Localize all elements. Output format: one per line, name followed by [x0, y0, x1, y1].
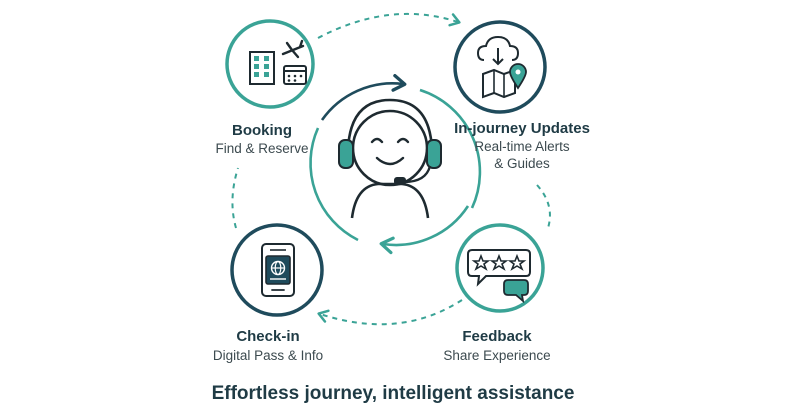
- step-updates-subtitle-line-1: Real-time Alerts: [474, 139, 570, 154]
- step-feedback: Feedback Share Experience: [443, 223, 551, 363]
- step-checkin-subtitle-line-1: Digital Pass & Info: [213, 348, 323, 363]
- flow-arrow-feedback-to-checkin: [317, 299, 463, 326]
- map-pin-icon: [482, 63, 527, 99]
- hotel-building-icon: [249, 51, 275, 85]
- tagline: Effortless journey, intelligent assistan…: [212, 383, 575, 404]
- flow-arrow-checkin-to-booking: [231, 167, 239, 229]
- star-rating-bubble-icon: [467, 249, 531, 304]
- step-updates-circle: [453, 20, 547, 114]
- support-agent-headset-icon: [338, 98, 442, 219]
- center-arc-right: [419, 88, 482, 209]
- passport-phone-icon: [261, 243, 295, 297]
- step-updates-title: In-journey Updates: [454, 120, 590, 137]
- flow-arrow-updates-to-feedback: [536, 184, 551, 229]
- step-checkin-title: Check-in: [236, 328, 299, 345]
- cloud-download-icon: [476, 35, 520, 66]
- step-feedback-subtitle-line-1: Share Experience: [443, 348, 550, 363]
- outer-flow-arrows: [231, 12, 551, 326]
- step-booking-title: Booking: [232, 122, 292, 139]
- step-booking: Booking Find & Reserve: [215, 19, 315, 156]
- airplane-icon: [281, 39, 305, 59]
- flow-arrow-booking-to-updates: [317, 12, 461, 39]
- center-arrow-bottom: [379, 205, 470, 255]
- step-updates-subtitle-line-2: & Guides: [494, 156, 550, 171]
- step-booking-subtitle-line-1: Find & Reserve: [215, 141, 308, 156]
- center-arc-left: [309, 127, 359, 242]
- step-check-in: Check-in Digital Pass & Info: [213, 223, 324, 363]
- center-arrow-top: [320, 74, 407, 121]
- calendar-icon: [283, 65, 307, 85]
- step-feedback-title: Feedback: [462, 328, 532, 345]
- step-in-journey-updates: In-journey Updates Real-time Alerts & Gu…: [453, 20, 590, 171]
- center-agent: [309, 74, 482, 255]
